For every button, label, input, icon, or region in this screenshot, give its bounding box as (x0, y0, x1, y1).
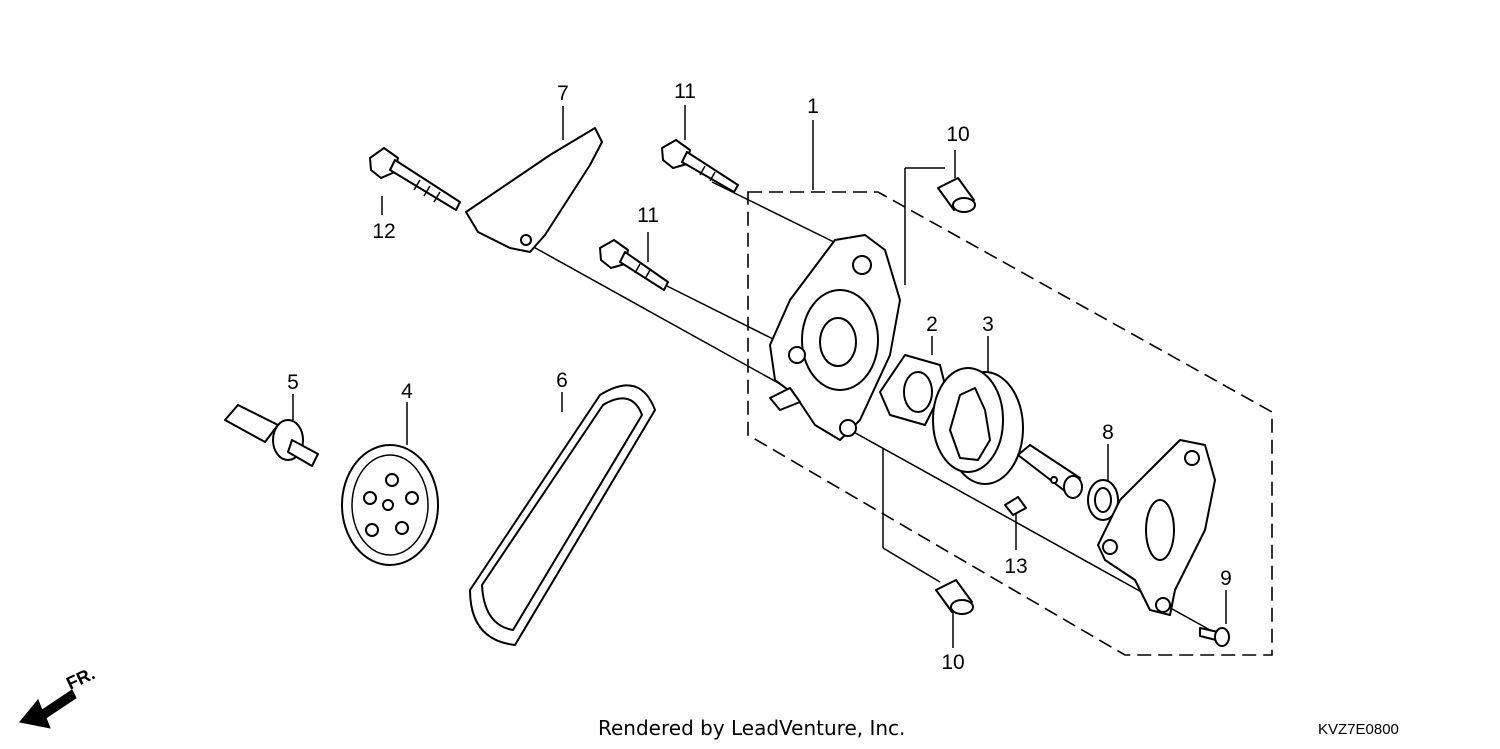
callout-9: 9 (1220, 567, 1232, 590)
screw-9 (1199, 627, 1230, 647)
dowel-pin-10-upper (937, 177, 976, 213)
inner-rotor (879, 354, 946, 426)
oil-pump-body (769, 234, 901, 441)
callout-4: 4 (401, 380, 413, 403)
leader-lines (292, 105, 1227, 648)
callout-2: 2 (926, 313, 938, 336)
diagram-code: KVZ7E0800 (1318, 721, 1399, 738)
callout-10-upper: 10 (946, 123, 969, 146)
driven-sprocket (341, 444, 439, 566)
pin-13 (1004, 496, 1027, 516)
callout-11-upper: 11 (674, 80, 696, 103)
sprocket-collar (224, 404, 319, 467)
render-credit: Rendered by LeadVenture, Inc. (598, 716, 906, 740)
callout-8: 8 (1102, 421, 1114, 444)
callout-13: 13 (1004, 555, 1027, 578)
bolt-11-lower (599, 239, 669, 291)
pump-cover (1097, 439, 1216, 616)
outer-rotor (932, 367, 1024, 485)
dowel-pin-10-lower (935, 579, 974, 615)
callout-3: 3 (982, 313, 994, 336)
drive-chain (469, 384, 656, 646)
callout-10-lower: 10 (941, 651, 964, 674)
callout-7: 7 (557, 82, 569, 105)
chain-guide-plate (465, 127, 603, 253)
callout-12: 12 (372, 220, 395, 243)
callout-5: 5 (287, 371, 299, 394)
bolt-12 (369, 147, 461, 211)
callout-1: 1 (807, 95, 819, 118)
assembly-boundary-dashed (747, 191, 1273, 656)
front-direction-arrow (19, 689, 77, 729)
callout-6: 6 (556, 369, 568, 392)
callout-11-lower: 11 (637, 204, 659, 227)
pump-shaft (1017, 444, 1083, 499)
washer-8 (1087, 479, 1119, 521)
plate-hole (520, 234, 532, 246)
direction-label: FR. (63, 663, 98, 693)
bolt-11-upper (661, 139, 739, 193)
